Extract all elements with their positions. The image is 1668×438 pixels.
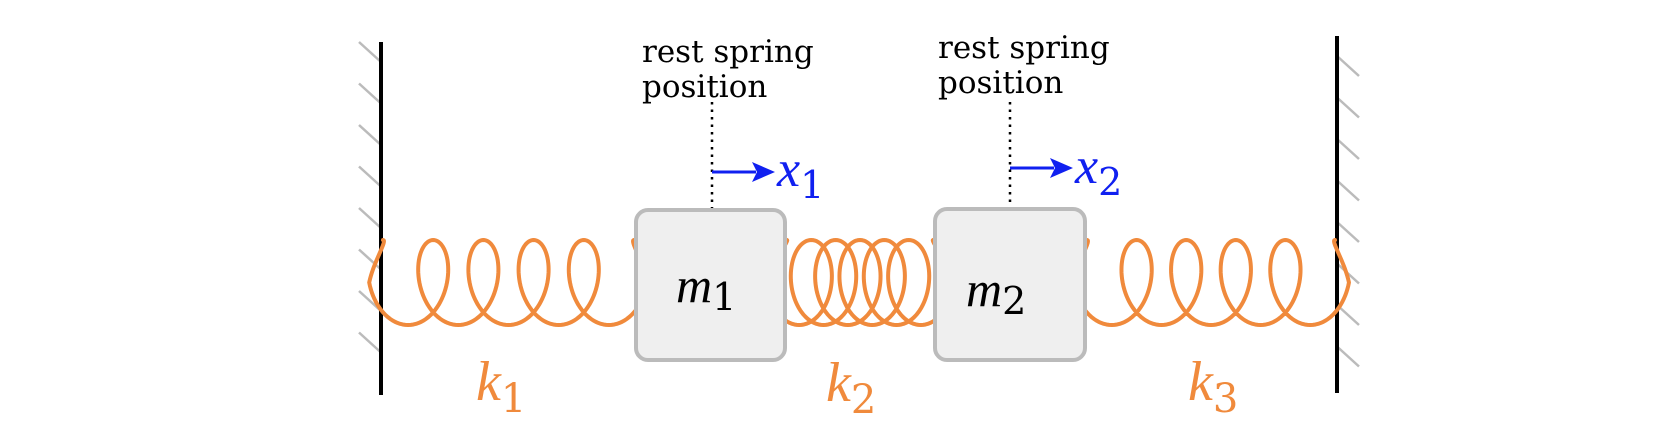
hatch-line bbox=[358, 124, 382, 146]
hatch-line bbox=[358, 82, 382, 105]
hatch-line bbox=[358, 248, 382, 271]
rest-label-1: rest spring position bbox=[642, 34, 824, 105]
hatch-line bbox=[1336, 179, 1360, 202]
spring-constant-label-2: k2 bbox=[826, 352, 876, 423]
right-wall-hatching bbox=[1336, 55, 1360, 368]
mass-2-block bbox=[933, 207, 1087, 362]
hatch-line bbox=[358, 207, 382, 229]
hatch-line bbox=[1336, 55, 1360, 77]
mass-2-label: m2 bbox=[966, 261, 1026, 323]
hatch-line bbox=[1336, 221, 1360, 243]
spring-constant-label-3: k3 bbox=[1188, 351, 1238, 422]
hatch-line bbox=[358, 41, 382, 63]
hatch-line bbox=[358, 165, 382, 188]
rest-label-2: rest spring position bbox=[938, 30, 1120, 101]
mass-1-label: m1 bbox=[676, 257, 736, 319]
spring-constant-label-1: k1 bbox=[476, 351, 526, 422]
displacement-arrow-1 bbox=[712, 162, 775, 182]
displacement-label-1: x1 bbox=[776, 141, 824, 207]
hatch-line bbox=[358, 331, 382, 354]
hatch-line bbox=[1336, 138, 1360, 160]
spring-k3 bbox=[1071, 238, 1351, 327]
spring-k1 bbox=[367, 238, 650, 327]
displacement-label-2: x2 bbox=[1074, 138, 1122, 204]
spring-k2 bbox=[764, 238, 956, 327]
displacement-arrow-2 bbox=[1010, 158, 1073, 178]
hatch-line bbox=[1336, 96, 1360, 119]
mass-1-block bbox=[634, 208, 787, 362]
hatch-line bbox=[1336, 345, 1360, 368]
